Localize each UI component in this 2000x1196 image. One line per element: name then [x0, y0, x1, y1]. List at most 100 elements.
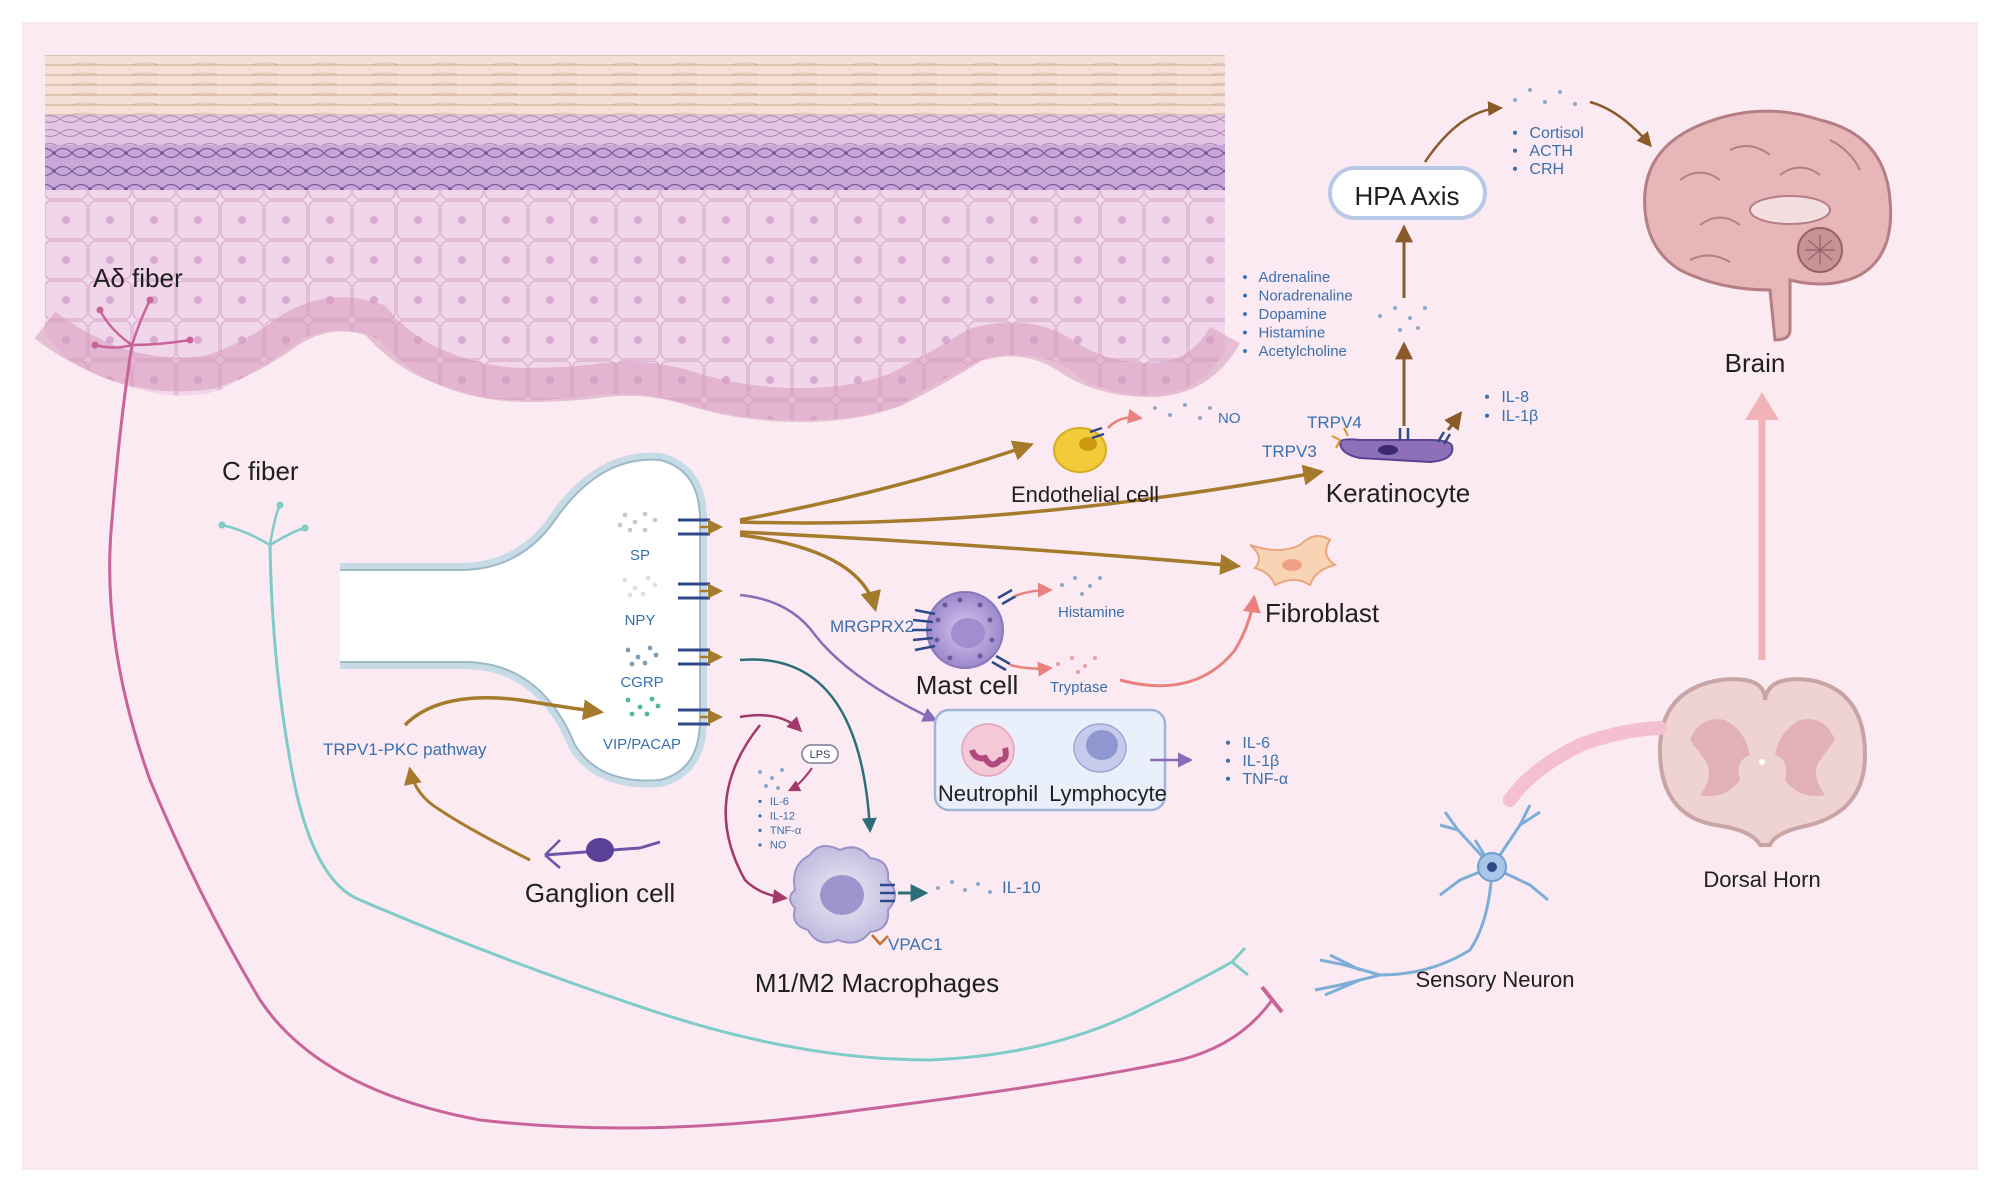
lymphocyte-icon — [1073, 723, 1127, 773]
macrophage-cytokine-item: IL-12 — [770, 811, 795, 823]
spinal-cord-icon — [1657, 677, 1868, 847]
neurotransmitter-item: Noradrenaline — [1259, 288, 1353, 305]
hpa-axis-label: HPA Axis — [1354, 181, 1459, 211]
keratinocyte-cytokine-item: IL-8 — [1501, 389, 1529, 406]
keratinocyte-cytokine-item: IL-1β — [1501, 408, 1538, 425]
terminal-arrows — [739, 440, 1325, 613]
arrow-mast-tryptase — [1009, 661, 1053, 677]
c-fiber-label: C fiber — [222, 456, 299, 486]
no-label: NO — [1218, 410, 1241, 427]
lps-label: LPS — [810, 749, 831, 761]
keratinocyte-cytokine-bullet — [1484, 413, 1490, 418]
arrow-hormones-to-brain — [1589, 100, 1652, 148]
lps-box — [801, 744, 839, 764]
arrow-keratinocyte-cytokines — [1444, 411, 1463, 431]
mast-cell-icon — [912, 588, 1017, 672]
ganglion-cell-label: Ganglion cell — [525, 878, 675, 908]
histamine-dots — [1060, 576, 1102, 596]
neurotransmitter-bullet — [1243, 312, 1247, 316]
a-delta-fiber-label: Aδ fiber — [93, 263, 183, 293]
cgrp-label: CGRP — [620, 674, 663, 691]
neurotransmitter-bullet — [1243, 349, 1247, 353]
hpa-hormone-bullet — [1512, 148, 1518, 153]
arrow-endothelial-no — [1107, 408, 1143, 429]
sensory-neuron-label: Sensory Neuron — [1416, 967, 1575, 992]
macrophage-cytokine-item: TNF-α — [770, 825, 802, 837]
sp-label: SP — [630, 547, 650, 564]
histamine-label: Histamine — [1058, 604, 1125, 621]
a-delta-fiber — [91, 296, 1284, 1130]
skin-epidermis — [34, 55, 1240, 423]
arrow-mast-histamine — [1014, 582, 1053, 598]
neuron-icon — [1314, 804, 1549, 997]
trpv1-pathway-label: TRPV1-PKC pathway — [323, 740, 487, 759]
mrgprx2-label: MRGPRX2 — [830, 617, 914, 636]
a-delta-synapse — [1260, 985, 1284, 1014]
macrophage-cytokine-bullet — [758, 843, 762, 847]
arrow-ganglion-to-trpv1 — [404, 766, 531, 862]
tryptase-label: Tryptase — [1050, 679, 1108, 696]
endothelial-cell-label: Endothelial cell — [1011, 482, 1159, 507]
neurotransmitter-item: Acetylcholine — [1259, 343, 1347, 360]
endothelial-cell-icon — [1053, 426, 1107, 473]
nerve-terminal — [340, 452, 723, 788]
immune-cytokine-bullet — [1225, 758, 1231, 763]
immune-cytokine-bullet — [1225, 740, 1231, 745]
keratinocyte-label: Keratinocyte — [1326, 478, 1471, 508]
brain-label: Brain — [1725, 348, 1786, 378]
dorsal-root — [1503, 721, 1667, 807]
hpa-axis-box — [1328, 166, 1487, 220]
hpa-hormone-bullet — [1512, 130, 1518, 135]
no-dots — [1153, 403, 1212, 420]
immune-cytokine-item: IL-6 — [1242, 735, 1270, 752]
neurotransmitter-bullet — [1243, 275, 1247, 279]
arrow-cgrp-to-macrophage — [739, 658, 877, 833]
arrow-vip-to-lps — [739, 713, 803, 733]
mast-cell-label: Mast cell — [916, 670, 1019, 700]
macrophage-cytokine-bullet — [758, 814, 762, 818]
neurotransmitter-item: Histamine — [1259, 325, 1326, 342]
neurotransmitter-item: Dopamine — [1259, 306, 1327, 323]
vpac1-label: VPAC1 — [888, 935, 943, 954]
neutrophil-label: Neutrophil — [938, 781, 1038, 806]
lps-cytokine-dots — [758, 768, 784, 790]
dorsal-horn-label: Dorsal Horn — [1703, 867, 1820, 892]
il10-label: IL-10 — [1002, 878, 1041, 897]
arrow-vip-to-macrophage — [724, 724, 788, 905]
macrophage-cytokine-item: NO — [770, 840, 787, 852]
vip-pacap-label: VIP/PACAP — [603, 736, 681, 753]
arrow-npy-to-immune — [739, 593, 938, 722]
arrow-lps-cytokines — [787, 767, 813, 792]
macrophages-label: M1/M2 Macrophages — [755, 968, 999, 998]
hpa-hormone-bullet — [1512, 166, 1518, 171]
lymphocyte-label: Lymphocyte — [1049, 781, 1167, 806]
basal-layer — [34, 297, 1240, 423]
keratinocyte-cytokine-list: IL-8IL-1β — [1484, 389, 1538, 425]
neurotransmitter-item: Adrenaline — [1259, 269, 1331, 286]
hpa-hormone-item: Cortisol — [1529, 125, 1583, 142]
neurotransmitter-list: AdrenalineNoradrenalineDopamineHistamine… — [1243, 269, 1353, 360]
neutrophil-icon — [961, 723, 1015, 777]
keratinocyte-cytokine-bullet — [1484, 394, 1490, 399]
neurotransmitter-dots — [1378, 306, 1427, 332]
hpa-hormone-item: CRH — [1529, 161, 1564, 178]
immune-cytokine-item: IL-1β — [1242, 753, 1279, 770]
hpa-hormone-item: ACTH — [1529, 143, 1573, 160]
neurotransmitter-bullet — [1243, 293, 1247, 298]
trpv4-label: TRPV4 — [1307, 413, 1362, 432]
macrophage-cytokine-bullet — [758, 799, 762, 803]
fibroblast-icon — [1249, 535, 1338, 587]
brain-icon — [1643, 109, 1893, 342]
c-fiber-synapse — [1230, 946, 1249, 977]
macrophage-cytokine-item: IL-6 — [770, 796, 789, 808]
hormone-dots — [1513, 88, 1577, 106]
immune-cytokine-bullet — [1225, 776, 1231, 781]
ganglion-cell-icon — [544, 838, 661, 869]
macrophage-cytokine-bullet — [758, 828, 762, 832]
neurotransmitter-bullet — [1243, 330, 1247, 335]
